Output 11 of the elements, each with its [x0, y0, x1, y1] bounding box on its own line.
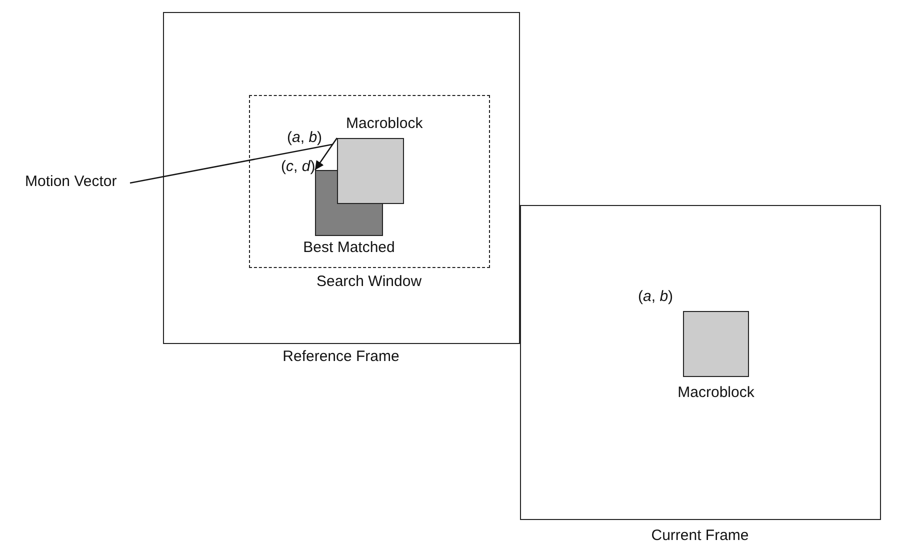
coordinate-label: (c, d)	[281, 158, 316, 176]
caption-label: Macroblock	[678, 384, 754, 402]
caption-label: Current Frame	[651, 527, 749, 545]
coordinate-label: (a, b)	[638, 288, 674, 306]
caption-label: Macroblock	[346, 115, 423, 133]
caption-label: Best Matched	[303, 239, 395, 257]
motion-vector-arrow	[314, 138, 338, 170]
coordinate-label: (a, b)	[287, 129, 322, 147]
callout-label: Motion Vector	[25, 173, 117, 191]
caption-label: Search Window	[316, 273, 422, 291]
caption-label: Reference Frame	[282, 348, 400, 366]
